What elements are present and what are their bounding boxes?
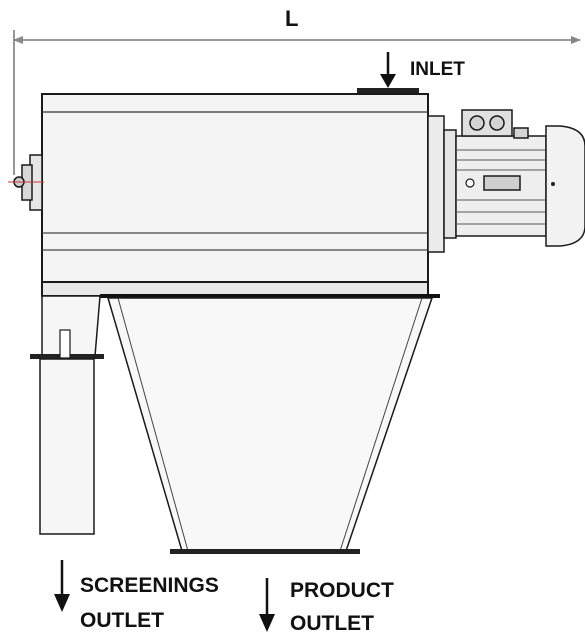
screenings-chute-duct [39, 358, 95, 535]
motor-nameplate [483, 175, 521, 191]
product-label-line1: PRODUCT [290, 579, 394, 602]
dimension-l: L [13, 6, 581, 175]
motor-mount-bolt-icon [465, 178, 475, 188]
inspection-port [59, 329, 71, 359]
product-outlet: PRODUCT OUTLET [259, 578, 394, 635]
terminal-gland-side [513, 127, 529, 139]
inlet: INLET [357, 52, 465, 94]
terminal-gland-icon [489, 115, 505, 131]
screen-housing [41, 93, 429, 291]
hopper-inner-edge-right [339, 297, 423, 552]
hopper-body [106, 297, 434, 552]
product-arrow-head [259, 614, 275, 632]
screenings-label-line2: OUTLET [80, 609, 164, 632]
left-bearing [8, 154, 44, 211]
screenings-outlet: SCREENINGS OUTLET [54, 560, 219, 632]
hopper-inner-edge-left [117, 297, 189, 552]
motor [427, 109, 585, 253]
dimension-label: L [285, 6, 298, 31]
inlet-label: INLET [410, 59, 465, 80]
motor-adapter-flange [427, 115, 445, 253]
inlet-flange [357, 88, 419, 94]
product-label-line2: OUTLET [290, 612, 374, 635]
motor-fan-cover [545, 125, 585, 247]
product-hopper [106, 297, 434, 554]
screenings-label-line1: SCREENINGS [80, 574, 219, 597]
inlet-arrow-head [380, 74, 396, 88]
screen-body [41, 93, 440, 298]
screenings-chute-top [41, 290, 101, 357]
terminal-gland-icon [469, 115, 485, 131]
motor-fan-center-icon [551, 182, 555, 186]
screenings-chute [30, 290, 104, 535]
motor-flange [443, 129, 457, 239]
housing-base-frame [41, 281, 429, 297]
hopper-outlet-flange [170, 549, 360, 554]
base-plate [100, 294, 440, 298]
screenings-arrow-head [54, 594, 70, 612]
